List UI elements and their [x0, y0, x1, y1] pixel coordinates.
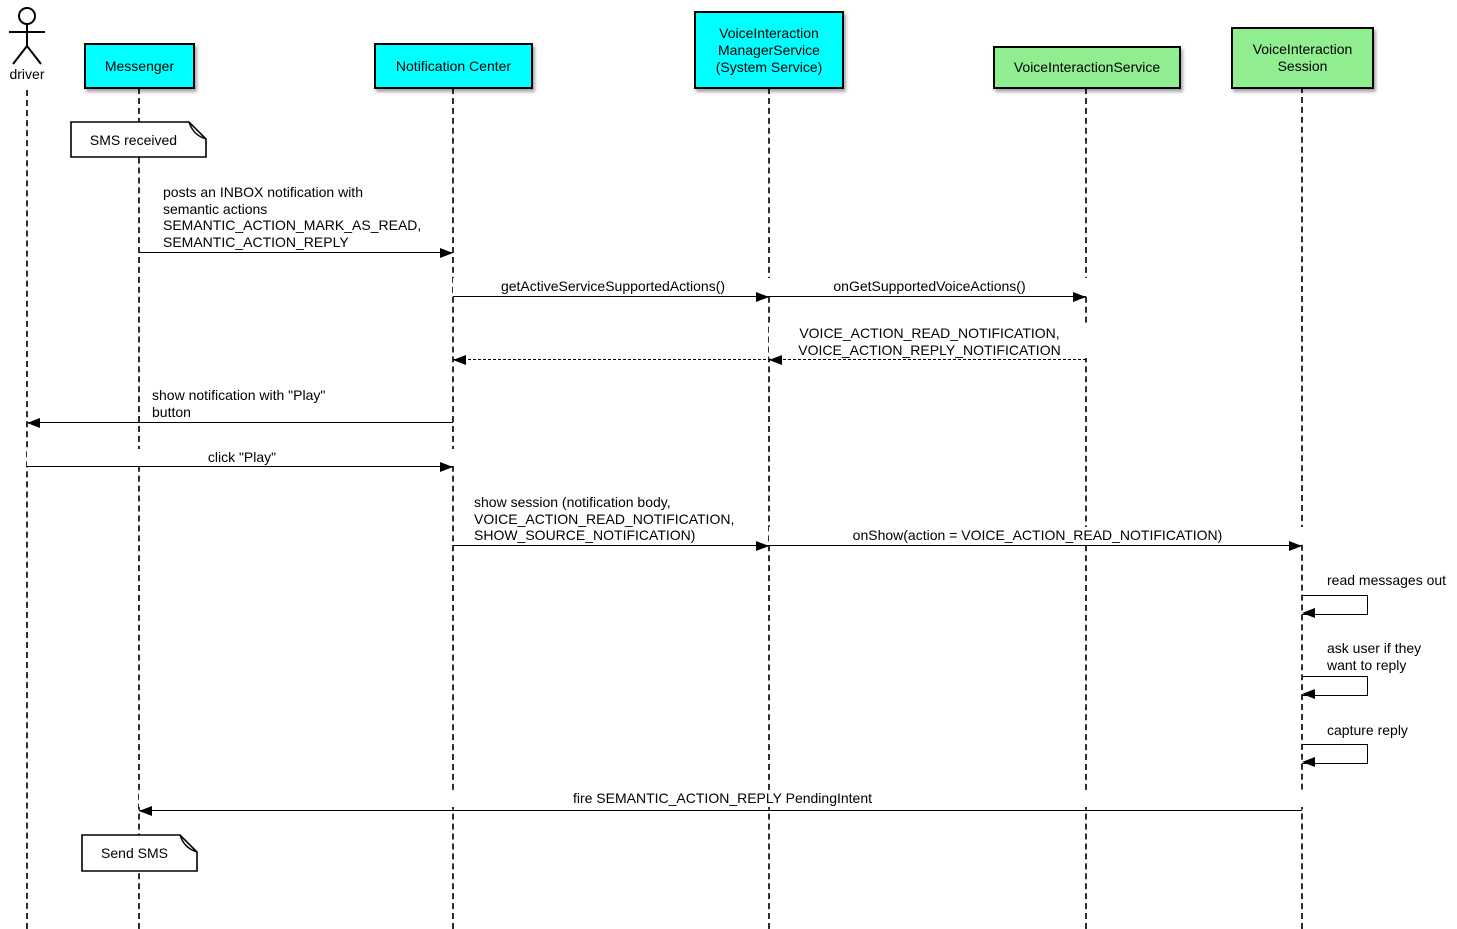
participant-notification-center: Notification Center [374, 43, 533, 89]
arrowhead-right-icon [756, 541, 769, 551]
note-shape-icon [70, 121, 207, 158]
participant-label: VoiceInteraction ManagerService (System … [715, 24, 823, 75]
lifeline-voiceinteraction-managerservice [768, 88, 770, 929]
participant-label: Messenger [104, 57, 175, 74]
message-label-click-play: click "Play" [27, 449, 457, 466]
participant-label: VoiceInteractionService [1013, 59, 1161, 75]
actor-stick-figure-icon [9, 7, 45, 65]
message-line [453, 545, 769, 546]
note-sms-received: SMS received [70, 121, 207, 158]
arrowhead-left-icon [27, 418, 40, 428]
self-message-label-capture-reply: capture reply [1327, 722, 1408, 738]
self-message-loop [1302, 676, 1368, 696]
lifeline-voiceinteraction-session [1301, 87, 1303, 929]
arrowhead-right-icon [1289, 541, 1302, 551]
note-send-sms: Send SMS [81, 834, 198, 872]
arrowhead-left-icon [769, 355, 782, 365]
message-line [27, 422, 453, 423]
self-message-loop [1302, 744, 1368, 764]
participant-label: VoiceInteraction Session [1252, 41, 1353, 74]
message-label-voice-actions-return: VOICE_ACTION_READ_NOTIFICATION, VOICE_AC… [769, 325, 1090, 358]
message-label-get-active-service-supported-actions: getActiveServiceSupportedActions() [453, 278, 773, 295]
lifeline-driver [26, 90, 28, 929]
actor-label: driver [9, 66, 45, 82]
arrowhead-left-icon [139, 806, 152, 816]
message-line [453, 296, 769, 297]
lifeline-messenger [138, 88, 140, 929]
arrowhead-left-icon [1302, 608, 1315, 618]
participant-messenger: Messenger [84, 43, 195, 89]
participant-voiceinteractionservice: VoiceInteractionService [993, 46, 1181, 89]
arrowhead-right-icon [440, 462, 453, 472]
self-message-label-read-messages-out: read messages out [1327, 572, 1447, 588]
participant-label: Notification Center [395, 57, 512, 74]
arrowhead-right-icon [440, 248, 453, 258]
note-text: SMS received [89, 131, 178, 148]
message-line [139, 252, 453, 253]
arrowhead-left-icon [1302, 689, 1315, 699]
participant-voiceinteraction-managerservice: VoiceInteraction ManagerService (System … [694, 11, 844, 89]
note-text: Send SMS [101, 845, 168, 861]
message-label-show-notification-play: show notification with "Play" button [152, 387, 326, 420]
arrowhead-right-icon [1073, 292, 1086, 302]
arrowhead-left-icon [1302, 757, 1315, 767]
message-label-on-get-supported-voice-actions: onGetSupportedVoiceActions() [769, 278, 1090, 295]
arrowhead-left-icon [453, 355, 466, 365]
message-line [27, 466, 453, 467]
message-line [139, 810, 1302, 811]
message-label-fire-semantic-action-reply: fire SEMANTIC_ACTION_REPLY PendingIntent [139, 790, 1306, 807]
participant-voiceinteraction-session: VoiceInteraction Session [1231, 27, 1374, 89]
self-message-loop [1302, 595, 1368, 615]
message-label-posts-inbox-notification: posts an INBOX notification with semanti… [163, 184, 422, 250]
message-line [769, 545, 1302, 546]
lifeline-voiceinteractionservice [1085, 88, 1087, 929]
lifeline-notification-center [452, 88, 454, 929]
note-shape-icon [81, 834, 198, 872]
message-label-on-show: onShow(action = VOICE_ACTION_READ_NOTIFI… [769, 527, 1306, 544]
self-message-label-ask-user-reply: ask user if they want to reply [1327, 640, 1422, 673]
arrowhead-right-icon [756, 292, 769, 302]
message-line [769, 296, 1086, 297]
message-label-show-session: show session (notification body, VOICE_A… [474, 494, 735, 543]
